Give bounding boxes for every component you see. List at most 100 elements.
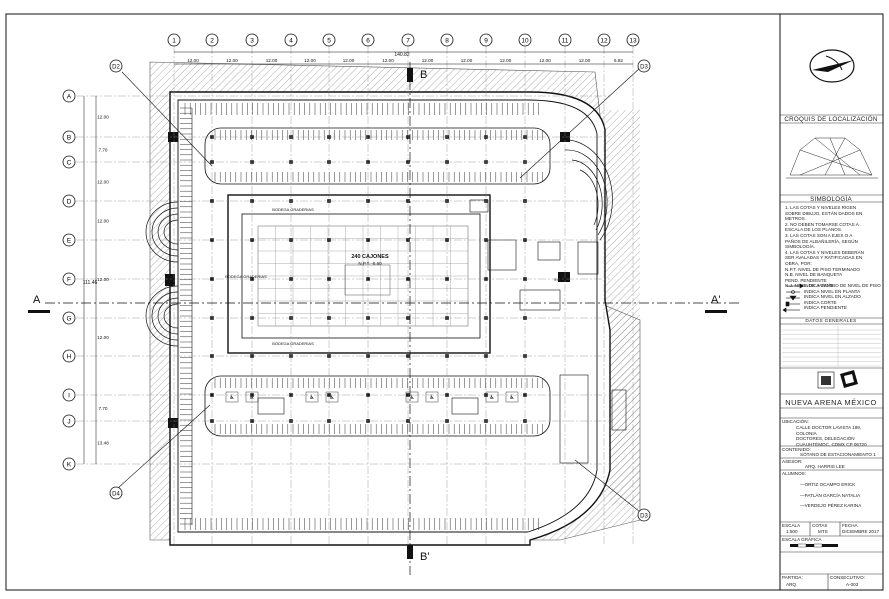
consecutivo-label: CONSECUTIVO:: [830, 575, 865, 580]
axis-bubble-8: [440, 33, 454, 47]
parking-stalls: [180, 103, 543, 530]
axis-label-H: H: [67, 354, 72, 361]
dim-top-0: 12.00: [187, 58, 199, 63]
dim-top-2: 12.00: [266, 58, 278, 63]
asesor-label: ASESOR:: [782, 459, 803, 464]
notes-line: OBRA, POR:: [785, 260, 812, 266]
cotas-label: COTAS: [812, 523, 828, 528]
dim-left-6: 7.70: [99, 406, 108, 411]
axis-label-2: 2: [210, 38, 214, 45]
axis-label-A: A: [67, 94, 72, 101]
service-rooms: [469, 199, 627, 464]
arena-center-sub: N.P.T. -5.50: [358, 261, 382, 266]
notes-line: N.P.T. NIVEL DE PISO TERMINADO: [785, 266, 860, 272]
axis-bubble-10: [518, 33, 532, 47]
datos-title: DATOS GENERALES: [805, 319, 857, 324]
section-mark-a: [28, 310, 50, 313]
contenido-text: SÓTANO DE ESTACIONAMIENTO 1: [800, 452, 876, 457]
alumnos-line: —VERDEJO PÉREZ KARINA: [800, 503, 862, 509]
section-label-b2: B': [420, 551, 429, 563]
fecha-label: FECHA: [842, 523, 858, 528]
notes-line: 2. NO DEBEN TOMARSE COTAS A: [785, 221, 859, 227]
axis-bubble-H: [62, 349, 76, 363]
north-arrow-icon: [809, 49, 855, 83]
ubic-line: CALLE DOCTOR LAVISTA 189, COLONIA: [796, 425, 862, 436]
notes-line: 4. LAS COTAS Y NIVELES DEBERÁN: [785, 249, 864, 255]
dim-top-4: 12.00: [343, 58, 355, 63]
dim-top-7: 12.00: [461, 58, 473, 63]
axis-label-11: 11: [562, 38, 569, 45]
notes-line: 1. LAS COTAS Y NIVELES RIGEN: [785, 205, 857, 210]
accessible-icon: ♿: [509, 394, 514, 401]
legend-line: INDICA NIVEL EN PLANTA: [804, 288, 861, 294]
dim-left-1: 7.70: [99, 148, 108, 153]
axis-label-J: J: [67, 419, 70, 426]
axis-label-7: 7: [406, 38, 410, 45]
legend-line: INDICA NIVEL EN ALZADO: [804, 294, 861, 300]
ubicacion-label: UBICACIÓN:: [782, 419, 809, 424]
croquis-title: CROQUIS DE LOCALIZACIÓN: [784, 116, 878, 123]
arena-outer: [227, 194, 491, 354]
dim-left-4: 12.00: [97, 277, 109, 282]
notes-line: SIMBOLOGÍA.: [785, 244, 816, 250]
legend-line: INDICA CAMBIO DE NIVEL DE PISO: [804, 283, 881, 288]
accessible-stall: [405, 391, 419, 403]
arena-center-block: [344, 264, 391, 296]
axis-bubble-K: [62, 457, 76, 471]
ubic-line: DOCTORES, DELEGACIÓN: [796, 436, 855, 442]
dim-top-11: 6.82: [614, 58, 623, 63]
axis-label-G: G: [66, 316, 71, 323]
accessible-icon: ♿: [309, 394, 314, 401]
notes-line: N.B. NIVEL DE BANQUETA: [785, 272, 843, 278]
asesor-text: ARQ. HARRIS LEE: [805, 464, 845, 469]
dim-total-left: 111.46: [83, 280, 98, 286]
accessible-stall: [225, 391, 239, 403]
axis-label-9: 9: [484, 38, 488, 45]
axis-label-1: 1: [172, 38, 176, 45]
retaining-wall: [169, 91, 611, 546]
consecutivo-value: A-003: [846, 582, 859, 587]
notes-line: PEND. PENDIENTE: [785, 277, 827, 283]
section-label-a2: A': [711, 294, 720, 306]
axis-label-D: D: [67, 199, 72, 206]
axis-bubble-G: [62, 311, 76, 325]
accessible-stall: [325, 391, 339, 403]
grafica-label: ESCALA GRÁFICA: [782, 537, 822, 542]
axis-bubble-11: [558, 33, 572, 47]
accessible-icon: ♿: [229, 394, 234, 401]
dim-top-3: 12.00: [304, 58, 316, 63]
dim-top-5: 12.00: [382, 58, 394, 63]
dim-top-1: 12.00: [226, 58, 238, 63]
arena-inner: [241, 213, 481, 339]
elevator-core: [451, 397, 479, 415]
elevator-core: [257, 397, 285, 415]
helical-ramp-right: [559, 139, 613, 241]
axis-bubble-3: [245, 33, 259, 47]
axis-bubble-12: [597, 33, 611, 47]
axis-bubble-E: [62, 233, 76, 247]
accessible-icon: ♿: [429, 394, 434, 401]
bodega-label-2: BODEGA GRADERIAS: [225, 274, 267, 279]
detail-d2: D2: [112, 65, 120, 71]
location-sketch: [786, 137, 878, 179]
detail-circles: [109, 59, 651, 522]
cotas-value: MTS: [818, 529, 828, 534]
detail-leaders: [117, 67, 641, 513]
section-label-a: A: [33, 294, 41, 306]
notes-line: METROS.: [785, 216, 806, 222]
graphic-scale: [790, 543, 838, 548]
inner-wall: [177, 99, 598, 533]
notes-line: ESCALA DE LOS PLANOS.: [785, 227, 843, 233]
simbologia-title: SIMBOLOGÍA: [810, 196, 852, 203]
detail-d4: D4: [112, 492, 120, 498]
accessible-icon: ♿: [329, 394, 334, 401]
dim-top-10: 12.00: [579, 58, 591, 63]
accessible-stall: [305, 391, 319, 403]
axis-bubble-B: [62, 130, 76, 144]
axis-bubble-1: [167, 33, 181, 47]
